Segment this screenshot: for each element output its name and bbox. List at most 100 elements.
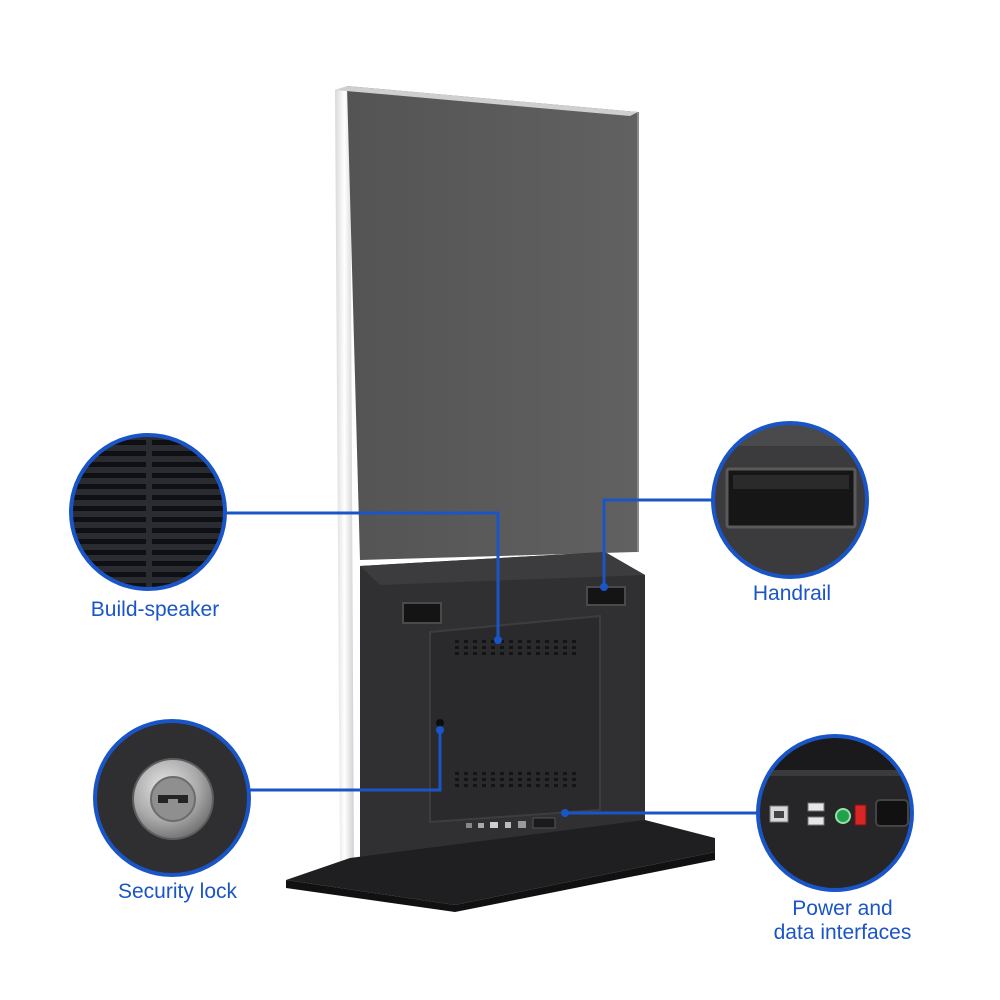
grille-slot (152, 561, 224, 566)
vent-slot (482, 778, 486, 781)
grille-slot (152, 484, 224, 489)
vent-slot (527, 778, 531, 781)
base-plate (286, 820, 715, 905)
vent-slot (563, 784, 567, 787)
speaker-callout-ring (69, 433, 227, 591)
vent-slot (563, 640, 567, 643)
vent-slot (464, 778, 468, 781)
vent-slot (554, 646, 558, 649)
vent-slot (572, 778, 576, 781)
keyway-icon (158, 795, 188, 803)
screen-top-edge (335, 86, 638, 116)
power-callout-ring (756, 734, 914, 892)
vent-slot (455, 640, 459, 643)
vent-slot (473, 646, 477, 649)
handrail-slot-left (402, 602, 442, 624)
vent-slot (563, 772, 567, 775)
lock-callout (93, 719, 251, 877)
vent-slot (536, 778, 540, 781)
usb-port-icon (807, 816, 825, 826)
vent-slot (509, 784, 513, 787)
vent-slot (455, 772, 459, 775)
speaker-connector (225, 511, 500, 636)
vent-slot (473, 640, 477, 643)
vent-slot (509, 652, 513, 655)
vent-slot (518, 784, 522, 787)
vent-slot (518, 640, 522, 643)
grille-slot (152, 572, 224, 577)
vent-slot (536, 652, 540, 655)
power-button-icon (835, 808, 851, 824)
vent-slot (545, 640, 549, 643)
grille-slot (72, 495, 146, 500)
handrail-callout (711, 421, 869, 579)
vent-slot (491, 640, 495, 643)
lock-label: Security lock (117, 880, 238, 903)
vent-slot (536, 772, 540, 775)
handrail-connector (602, 498, 713, 584)
lock-hole (436, 719, 444, 727)
vent-slot (491, 778, 495, 781)
power-callout (756, 734, 914, 892)
vent-slot (545, 772, 549, 775)
vent-slot (455, 646, 459, 649)
vent-slot (491, 772, 495, 775)
vent-slot (464, 772, 468, 775)
grille-slot (72, 451, 146, 456)
grille-slot (152, 550, 224, 555)
lock-connector (250, 733, 442, 792)
connector-lines (225, 498, 758, 817)
ports-row (466, 817, 556, 829)
grille-slot (152, 517, 224, 522)
grille-slot (152, 528, 224, 533)
grille-slot (152, 440, 224, 445)
vent-slot (572, 652, 576, 655)
back-panel (429, 614, 601, 824)
vent-slot (491, 652, 495, 655)
vent-slot (545, 784, 549, 787)
vent-slot (545, 646, 549, 649)
vent-slot (545, 652, 549, 655)
vent-slot (455, 784, 459, 787)
grille-slot (72, 462, 146, 467)
vent-slot (509, 778, 513, 781)
vent-slot (527, 772, 531, 775)
grille-slot (72, 484, 146, 489)
vent-slot (491, 646, 495, 649)
speaker-callout (69, 433, 227, 591)
screen-panel (347, 86, 638, 560)
grille-slot (72, 550, 146, 555)
vent-slot (554, 652, 558, 655)
vent-slot (509, 640, 513, 643)
grille-slot (72, 572, 146, 577)
vent-slot (536, 640, 540, 643)
vent-slot (518, 646, 522, 649)
power-switch-icon (854, 804, 867, 826)
vent-slot (536, 646, 540, 649)
vent-slot (527, 784, 531, 787)
vent-slot (464, 652, 468, 655)
base-plate-edge (286, 852, 715, 912)
grille-slot (72, 539, 146, 544)
handrail-callout-ring (711, 421, 869, 579)
vent-slot (518, 778, 522, 781)
vent-slot (536, 784, 540, 787)
vent-slot (545, 778, 549, 781)
vent-slot (554, 772, 558, 775)
vent-slot (482, 772, 486, 775)
vent-slot (572, 784, 576, 787)
grille-slot (72, 561, 146, 566)
vent-slot (500, 646, 504, 649)
usb-port-icon (807, 802, 825, 812)
screen-side-frame (335, 86, 354, 878)
vent-slot (509, 646, 513, 649)
vent-slot (473, 772, 477, 775)
vent-slot (473, 652, 477, 655)
vent-slot (482, 652, 486, 655)
grille-slot (72, 517, 146, 522)
vent-slot (527, 646, 531, 649)
vent-slot (554, 778, 558, 781)
vent-slot (482, 784, 486, 787)
grille-slot (72, 506, 146, 511)
vent-slot (500, 784, 504, 787)
